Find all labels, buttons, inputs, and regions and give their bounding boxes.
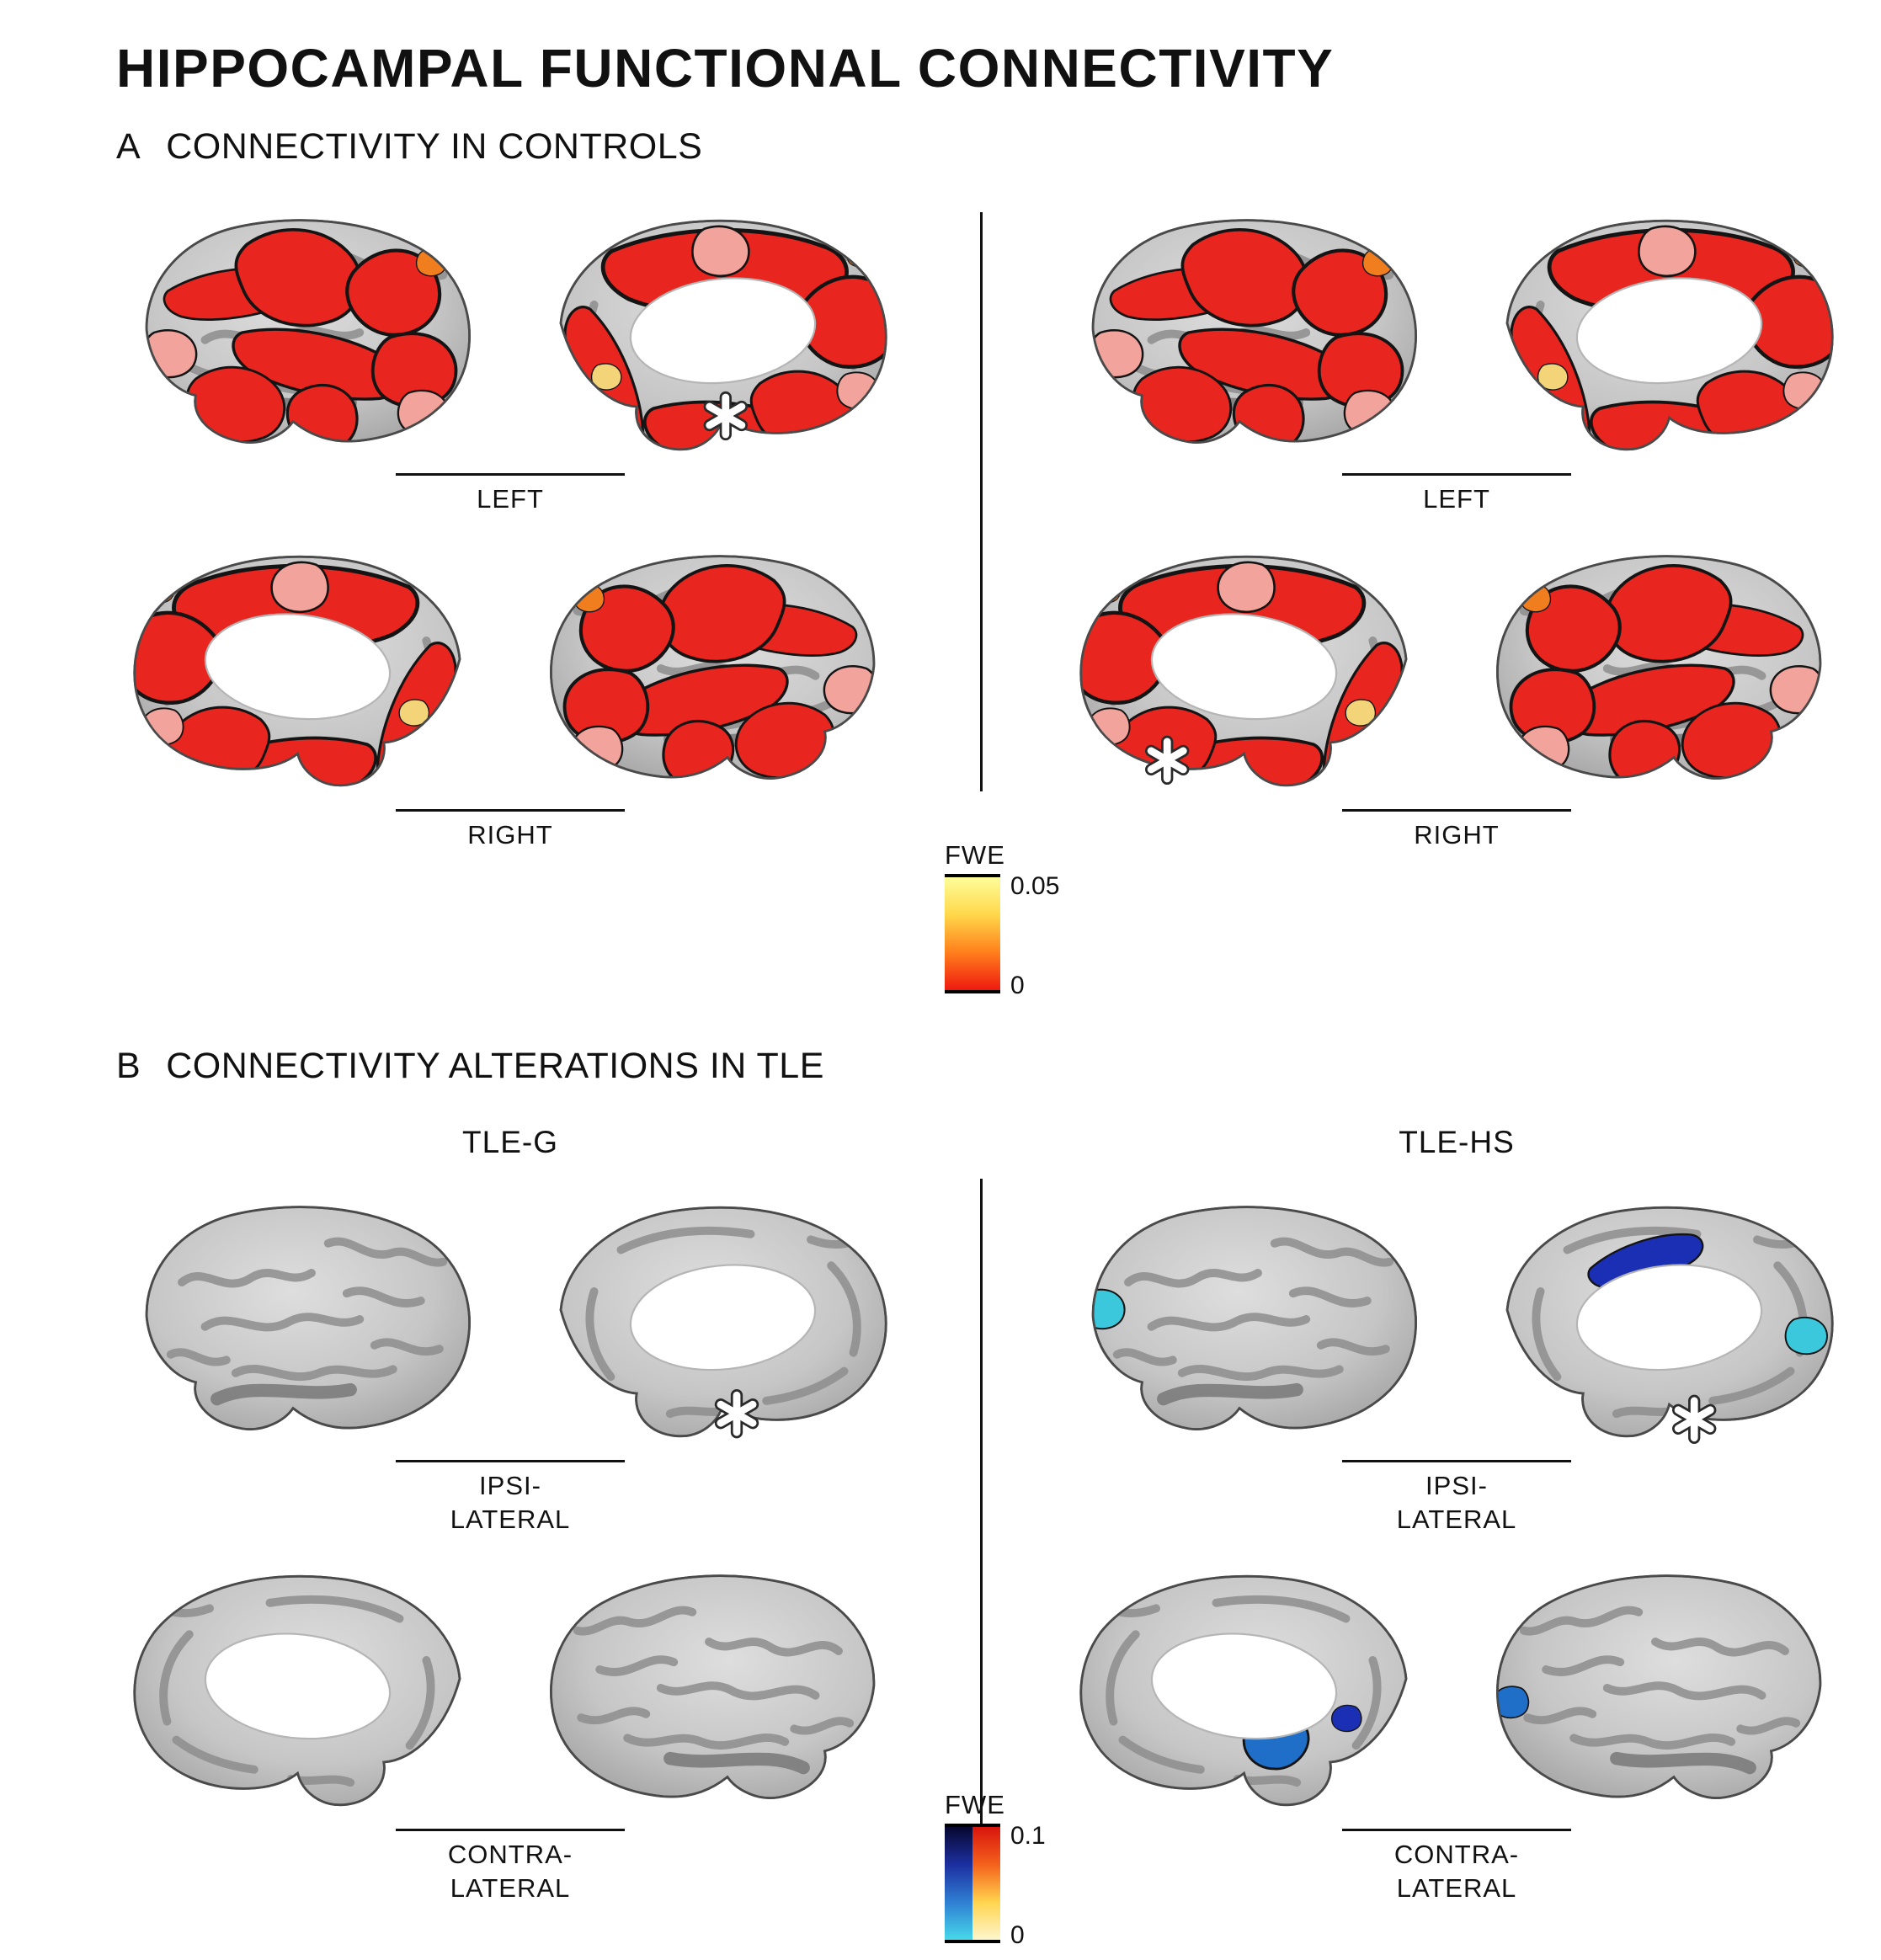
- panel-b-divider: [980, 1179, 983, 1852]
- fwe-max-value: 0.05: [1010, 872, 1060, 900]
- brain-medial-view: [98, 1549, 507, 1827]
- brain-row: [1044, 194, 1869, 471]
- ipsilateral-label-line1: IPSI-: [1425, 1471, 1488, 1500]
- panel-b-heading: B CONNECTIVITY ALTERATIONS IN TLE: [116, 1046, 824, 1087]
- panel-b-label: B: [116, 1046, 141, 1086]
- panel-a-right-seed-group: LEFT RIGHT: [1044, 194, 1869, 865]
- fwe-label: FWE: [945, 1790, 1005, 1819]
- panel-a-heading: A CONNECTIVITY IN CONTROLS: [116, 126, 702, 168]
- brain-lateral-view: [1044, 194, 1453, 471]
- contralateral-label-line1: CONTRA-: [447, 1840, 573, 1870]
- brain-lateral-view: [1044, 1180, 1453, 1458]
- brain-medial-view: [98, 530, 507, 807]
- ipsilateral-label: IPSI- LATERAL: [396, 1460, 625, 1536]
- brain-row: [98, 194, 923, 471]
- brain-medial-view: [1460, 1180, 1869, 1458]
- panel-a-label: A: [116, 126, 141, 167]
- fwe-min-value: 0: [1010, 1921, 1025, 1949]
- fwe-dual-gradient: [945, 1824, 1000, 1943]
- contralateral-label-line2: LATERAL: [450, 1873, 571, 1904]
- hemisphere-label-left: LEFT: [1342, 473, 1571, 516]
- brain-row: [98, 1549, 923, 1827]
- brain-medial-view: [514, 1180, 923, 1458]
- panel-a-title: CONNECTIVITY IN CONTROLS: [166, 126, 703, 167]
- panel-a-left-seed-group: LEFT RIGHT: [98, 194, 923, 865]
- fwe-gradient: [945, 874, 1000, 993]
- fwe-gradient-warm: [972, 1827, 1000, 1940]
- fwe-min-value: 0: [1010, 972, 1025, 999]
- contralateral-label: CONTRA- LATERAL: [396, 1829, 625, 1904]
- ipsilateral-label-line1: IPSI-: [479, 1471, 541, 1500]
- contralateral-label-line2: LATERAL: [1396, 1873, 1517, 1904]
- hemisphere-label-right: RIGHT: [1342, 808, 1571, 852]
- brain-lateral-view: [514, 1549, 923, 1827]
- brain-medial-view: [1044, 530, 1453, 807]
- brain-row: [1044, 1549, 1869, 1827]
- brain-lateral-view: [98, 194, 507, 471]
- hemisphere-label-left: LEFT: [396, 473, 625, 516]
- fwe-colorbar-tle: FWE 0.1 0: [945, 1790, 1113, 1950]
- tle-g-group: IPSI- LATERAL CONTRA- LATERAL: [98, 1180, 923, 1919]
- brain-row: [1044, 1180, 1869, 1458]
- brain-medial-view: [1044, 1549, 1453, 1827]
- brain-row: [98, 530, 923, 807]
- brain-medial-view: [1460, 194, 1869, 471]
- page-title: HIPPOCAMPAL FUNCTIONAL CONNECTIVITY: [116, 38, 1335, 99]
- hemisphere-label-right: RIGHT: [396, 808, 625, 852]
- brain-lateral-view: [1460, 530, 1869, 807]
- brain-row: [1044, 530, 1869, 807]
- brain-lateral-view: [1460, 1549, 1869, 1827]
- tle-hs-title: TLE-HS: [1399, 1125, 1515, 1159]
- fwe-gradient-cool: [945, 1827, 972, 1940]
- brain-lateral-view: [514, 530, 923, 807]
- brain-medial-view: [514, 194, 923, 471]
- contralateral-label: CONTRA- LATERAL: [1342, 1829, 1571, 1904]
- brain-lateral-view: [98, 1180, 507, 1458]
- brain-row: [98, 1180, 923, 1458]
- fwe-label: FWE: [945, 840, 1005, 870]
- ipsilateral-label-line2: LATERAL: [1396, 1504, 1517, 1534]
- contralateral-label-line1: CONTRA-: [1393, 1840, 1520, 1870]
- ipsilateral-label-line2: LATERAL: [450, 1504, 571, 1534]
- panel-a-divider: [980, 212, 983, 791]
- tle-g-title: TLE-G: [462, 1125, 558, 1159]
- tle-hs-group: IPSI- LATERAL CONTRA- LATERAL: [1044, 1180, 1869, 1919]
- fwe-colorbar-controls: FWE 0.05 0: [945, 840, 1113, 1000]
- panel-b-title: CONNECTIVITY ALTERATIONS IN TLE: [166, 1046, 824, 1086]
- ipsilateral-label: IPSI- LATERAL: [1342, 1460, 1571, 1536]
- fwe-max-value: 0.1: [1010, 1822, 1046, 1850]
